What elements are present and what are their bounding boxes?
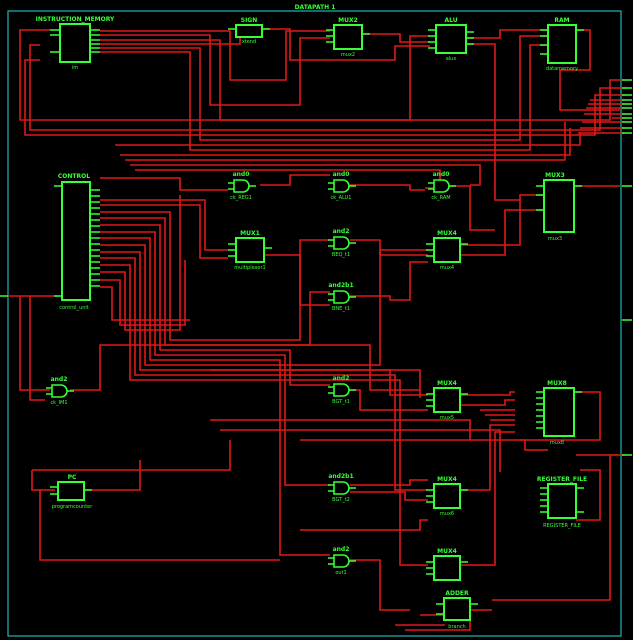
adder-title: ADDER: [445, 590, 469, 597]
gate-instance: ck_ALU1: [331, 195, 352, 201]
mux3-instance: mux3: [548, 236, 562, 242]
mux1-title: MUX1: [240, 230, 260, 237]
frame-title: DATAPATH 1: [295, 4, 336, 11]
mux6-block[interactable]: MUX4 mux6: [426, 476, 468, 517]
mux4-bottom-title: MUX4: [437, 548, 457, 555]
mux1-block[interactable]: MUX1 multiplexor1: [228, 230, 272, 271]
gate-instance: ck_IM1: [50, 400, 67, 406]
alu-title: ALU: [444, 17, 457, 24]
register-file-title: REGISTER_FILE: [537, 476, 587, 483]
mux1-instance: multiplexor1: [234, 265, 265, 271]
alu-block[interactable]: ALU alux: [428, 17, 474, 62]
mux4-top-instance: mux4: [440, 265, 454, 271]
and-gate-ck-alu1[interactable]: and0 ck_ALU1: [328, 171, 356, 201]
sign-extend-instance: xtend: [242, 39, 256, 45]
gate-type: and2b1: [328, 282, 353, 289]
mux2-title: MUX2: [338, 17, 358, 24]
ram-title: RAM: [554, 17, 569, 24]
gate-type: and2: [51, 376, 68, 383]
gate-instance: ck_REG1: [230, 195, 252, 201]
mux6-title: MUX4: [437, 476, 457, 483]
gate-instance: BNE_t1: [332, 306, 350, 312]
mux4-top-title: MUX4: [437, 230, 457, 237]
mux5-title: MUX4: [437, 380, 457, 387]
and-gate-bne-t1[interactable]: and2b1 BNE_t1: [328, 282, 356, 312]
alu-instance: alux: [446, 56, 457, 62]
mux2-instance: mux2: [341, 52, 355, 58]
ram-instance: datamemory: [546, 66, 578, 72]
output-ports: [622, 79, 632, 456]
gate-instance: out1: [335, 570, 346, 576]
and-gate-out1[interactable]: and2 out1: [328, 546, 356, 576]
instruction-memory-block[interactable]: INSTRUCTION_MEMORY im: [36, 16, 115, 71]
register-file-block[interactable]: REGISTER_FILE REGISTER_FILE: [537, 476, 587, 529]
mux3-block[interactable]: MUX3 mux3: [536, 172, 582, 242]
mux6-instance: mux6: [440, 511, 454, 517]
ram-block[interactable]: RAM datamemory: [540, 17, 584, 72]
and-gate-ck-ram[interactable]: and0 ck_RAM: [428, 171, 456, 201]
register-file-instance: REGISTER_FILE: [543, 523, 581, 529]
and-gate-bgt-t2[interactable]: and2b1 BGT_t2: [328, 473, 356, 503]
gate-instance: ck_RAM: [431, 195, 450, 201]
gate-type: and0: [433, 171, 450, 178]
program-counter-block[interactable]: PC programcounter: [50, 474, 93, 510]
and-gate-bgt-t1[interactable]: and2 BGT_t1: [328, 375, 356, 405]
sign-extend-title: SIGN: [241, 17, 258, 24]
program-counter-instance: programcounter: [52, 504, 94, 510]
datapath-frame: [7, 10, 622, 637]
mux8-title: MUX8: [547, 380, 567, 387]
control-block[interactable]: CONTROL control_unit: [54, 173, 100, 311]
gate-type: and0: [333, 171, 350, 178]
gate-instance: BGT_t1: [332, 399, 350, 405]
wire-network: [8, 28, 625, 631]
instruction-memory-title: INSTRUCTION_MEMORY: [36, 16, 115, 23]
program-counter-title: PC: [68, 474, 77, 481]
mux4-block-top[interactable]: MUX4 mux4: [426, 230, 468, 271]
sign-extend-block[interactable]: SIGN xtend: [228, 17, 270, 45]
mux8-instance: mux8: [550, 440, 564, 446]
instruction-memory-instance: im: [72, 65, 78, 71]
mux4-block-bottom[interactable]: MUX4: [426, 548, 468, 581]
control-instance: control_unit: [59, 305, 89, 311]
gate-instance: BEQ_t1: [332, 252, 350, 258]
adder-instance: branch: [448, 624, 465, 630]
control-title: CONTROL: [58, 173, 90, 180]
mux2-block[interactable]: MUX2 mux2: [326, 17, 370, 58]
gate-type: and2: [333, 375, 350, 382]
mux8-block[interactable]: MUX8 mux8: [536, 380, 582, 446]
gate-type: and0: [233, 171, 250, 178]
mux5-instance: mux5: [440, 415, 454, 421]
and-gate-ck-im1[interactable]: and2 ck_IM1: [46, 376, 74, 406]
and-gate-beq-t1[interactable]: and2 BEQ_t1: [328, 228, 356, 258]
and-gate-ck-reg1[interactable]: and0 ck_REG1: [228, 171, 256, 201]
gate-type: and2: [333, 546, 350, 553]
gate-type: and2b1: [328, 473, 353, 480]
mux5-block[interactable]: MUX4 mux5: [426, 380, 468, 421]
gate-type: and2: [333, 228, 350, 235]
gate-instance: BGT_t2: [332, 497, 350, 503]
adder-block[interactable]: ADDER branch: [436, 590, 478, 630]
mux3-title: MUX3: [545, 172, 565, 179]
